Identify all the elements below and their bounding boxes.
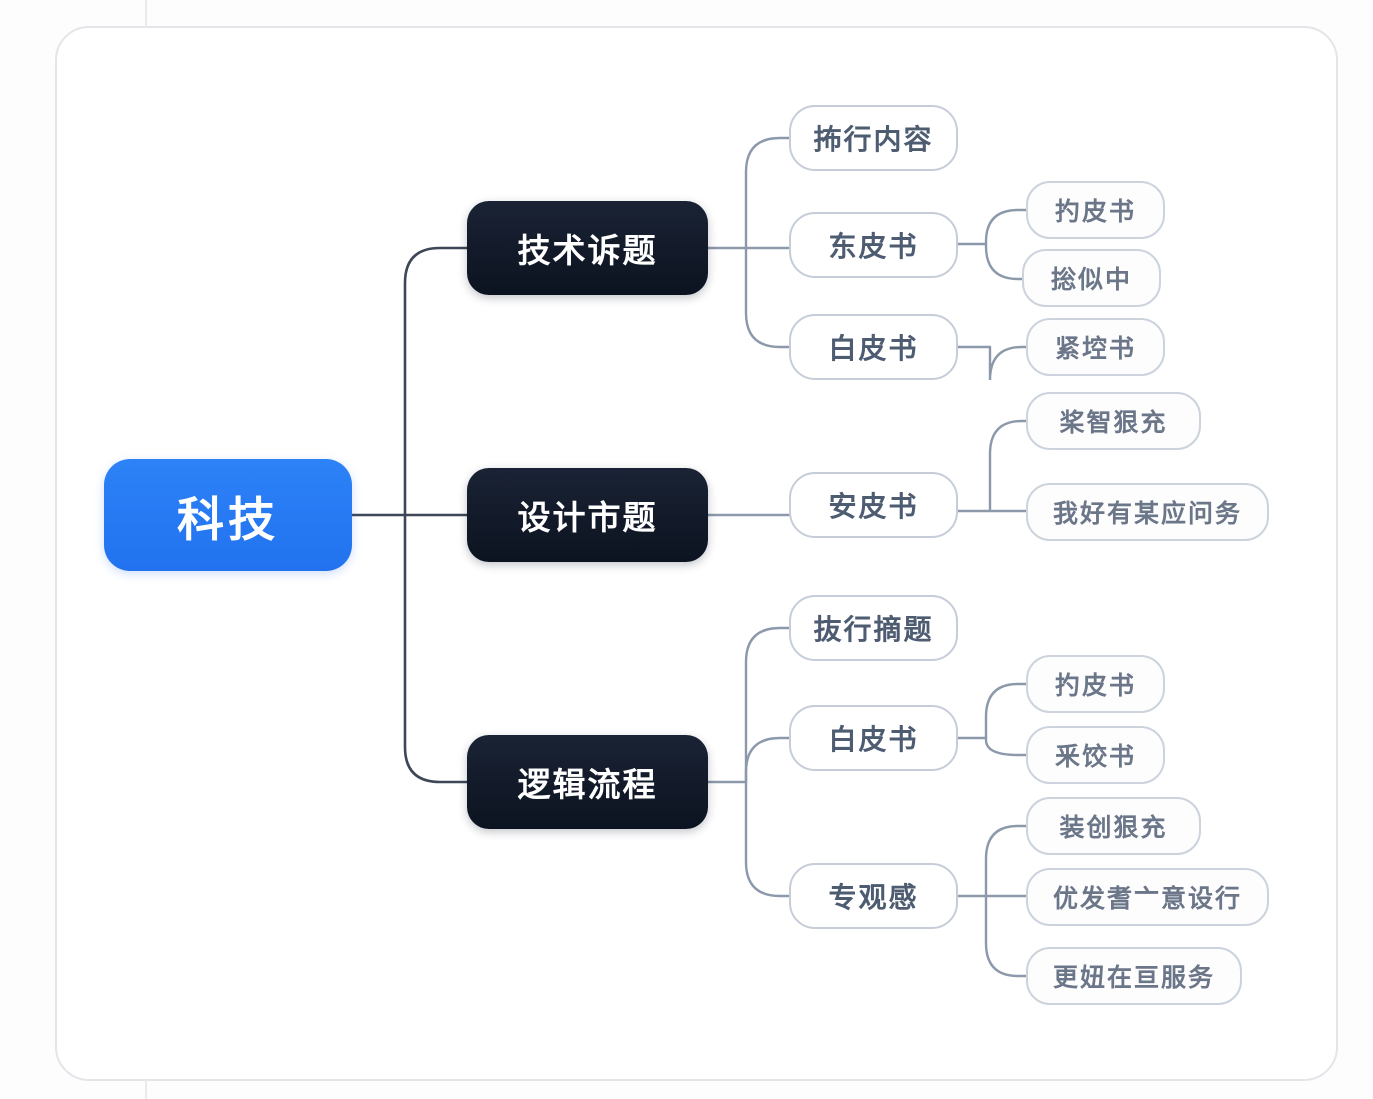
leaf-node-1-2-2[interactable]: 捴似中 [1022, 249, 1161, 307]
leaf-node-1-3-1[interactable]: 紧埪书 [1026, 318, 1165, 376]
branch-label-2: 设计市题 [517, 499, 658, 536]
leaf-label-3-3-3: 更妞在亘服务 [1052, 964, 1215, 992]
leaf-label-2-1-1: 桨智狠充 [1059, 409, 1168, 437]
sub-node-3-1[interactable]: 抜行摘题 [789, 595, 958, 661]
sub-label-3-1: 抜行摘题 [813, 614, 934, 645]
leaf-node-2-1-2[interactable]: 我好有某应问务 [1026, 483, 1269, 541]
leaf-label-3-2-2: 釆饺书 [1054, 743, 1136, 771]
branch-node-1[interactable]: 技术诉题 [467, 201, 708, 295]
sub-label-1-1: 抪行内容 [813, 124, 934, 155]
sub-label-1-2: 东皮书 [828, 231, 919, 262]
sub-label-2-1: 安皮书 [828, 491, 919, 522]
leaf-label-1-2-1: 扚皮书 [1054, 198, 1136, 226]
sub-label-1-3: 白皮书 [828, 333, 919, 364]
sub-node-2-1[interactable]: 安皮书 [789, 472, 958, 538]
leaf-node-2-1-1[interactable]: 桨智狠充 [1026, 392, 1201, 450]
mindmap-root-node[interactable]: 科技 [104, 459, 352, 571]
branch-node-2[interactable]: 设计市题 [467, 468, 708, 562]
sub-label-3-3: 专观感 [828, 882, 919, 913]
leaf-node-3-3-1[interactable]: 装创狠充 [1026, 797, 1201, 855]
leaf-label-1-2-2: 捴似中 [1050, 266, 1132, 294]
root-label: 科技 [177, 492, 279, 546]
branch-label-3: 逻辑流程 [517, 766, 658, 803]
sub-node-1-2[interactable]: 东皮书 [789, 212, 958, 278]
leaf-node-3-2-2[interactable]: 釆饺书 [1026, 726, 1165, 784]
leaf-node-3-2-1[interactable]: 扚皮书 [1026, 655, 1165, 713]
leaf-node-3-3-3[interactable]: 更妞在亘服务 [1026, 947, 1242, 1005]
panel-tick-bottom [145, 1080, 147, 1099]
panel-tick-top [145, 0, 147, 28]
leaf-label-2-1-2: 我好有某应问务 [1052, 500, 1242, 528]
sub-label-3-2: 白皮书 [828, 724, 919, 755]
leaf-label-1-3-1: 紧埪书 [1054, 335, 1136, 363]
leaf-label-3-3-1: 装创狠充 [1059, 814, 1168, 842]
sub-node-1-3[interactable]: 白皮书 [789, 314, 958, 380]
leaf-node-1-2-1[interactable]: 扚皮书 [1026, 181, 1165, 239]
sub-node-3-3[interactable]: 专观感 [789, 863, 958, 929]
leaf-node-3-3-2[interactable]: 优发耆亠意设行 [1026, 868, 1269, 926]
branch-node-3[interactable]: 逻辑流程 [467, 735, 708, 829]
leaf-label-3-3-2: 优发耆亠意设行 [1052, 885, 1242, 913]
sub-node-3-2[interactable]: 白皮书 [789, 705, 958, 771]
sub-node-1-1[interactable]: 抪行内容 [789, 105, 958, 171]
leaf-label-3-2-1: 扚皮书 [1054, 672, 1136, 700]
branch-label-1: 技术诉题 [517, 232, 658, 269]
